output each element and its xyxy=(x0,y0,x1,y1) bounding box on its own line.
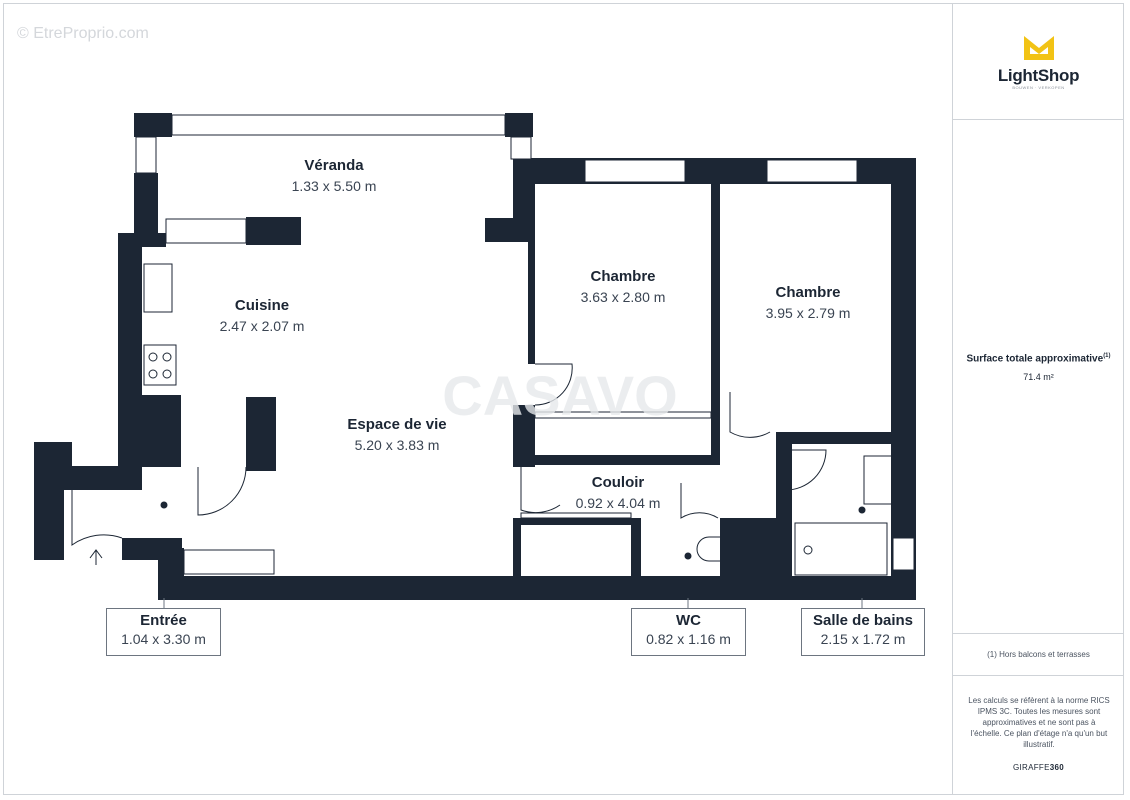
wall-segment xyxy=(513,455,720,465)
light-point xyxy=(684,552,692,560)
leader-lines xyxy=(163,598,863,608)
brand-prefix: GIRAFFE xyxy=(1012,763,1050,772)
watermark: © EtreProprio.com xyxy=(17,25,149,42)
cooktop xyxy=(143,344,177,386)
toilet xyxy=(696,536,738,562)
sliding-door xyxy=(520,512,632,519)
room-name-couloir: Couloir xyxy=(592,474,645,491)
window xyxy=(892,537,915,571)
room-name-sdb: Salle de bains xyxy=(812,612,914,629)
door-swing xyxy=(680,483,719,519)
divider xyxy=(953,119,1124,120)
wall-segment xyxy=(776,432,896,444)
room-dim-espace: 5.20 x 3.83 m xyxy=(355,437,440,453)
room-dim-cuisine: 2.47 x 2.07 m xyxy=(220,318,305,334)
wall-segment xyxy=(34,442,72,490)
room-dim-chambre-2: 3.95 x 2.79 m xyxy=(766,305,851,321)
burner xyxy=(162,369,172,379)
brand-logo: LightShop BOUWEN · VERKOPEN xyxy=(953,3,1124,119)
room-dim-entree: 1.04 x 3.30 m xyxy=(121,631,206,647)
door-swing xyxy=(534,363,573,406)
divider xyxy=(953,675,1124,676)
burner xyxy=(148,352,158,362)
room-label-sdb: Salle de bains 2.15 x 1.72 m xyxy=(801,608,925,656)
wall-segment xyxy=(246,397,276,471)
wall-segment xyxy=(711,184,720,464)
divider xyxy=(953,633,1124,634)
room-name-espace: Espace de vie xyxy=(347,416,446,433)
room-name-chambre-2: Chambre xyxy=(775,284,840,301)
wall-segment xyxy=(776,440,792,520)
footnote: (1) Hors balcons et terrasses xyxy=(987,650,1090,659)
room-name-veranda: Véranda xyxy=(304,157,364,174)
room-dim-couloir: 0.92 x 4.04 m xyxy=(576,495,661,511)
wall-segment xyxy=(118,395,181,467)
light-point xyxy=(858,506,866,514)
bathroom-sink xyxy=(863,455,893,505)
entry-arrow-icon xyxy=(89,549,103,565)
room-name-wc: WC xyxy=(676,612,701,629)
logo-tagline: BOUWEN · VERKOPEN xyxy=(1012,85,1065,90)
wall-segment xyxy=(72,466,142,490)
wall-segment xyxy=(158,576,916,600)
walls xyxy=(34,113,916,600)
room-dim-veranda: 1.33 x 5.50 m xyxy=(292,178,377,194)
sink xyxy=(143,263,173,313)
floor-plan: CASAVO Véranda 1.33 x 5.50 m Cuisine 2.4… xyxy=(34,113,916,608)
door-swing xyxy=(197,466,247,516)
light-point xyxy=(160,501,168,509)
page-frame xyxy=(3,3,1124,795)
wall-segment xyxy=(720,518,792,578)
logo-name: LightShop xyxy=(997,66,1080,85)
window xyxy=(766,159,858,183)
room-dim-chambre-1: 3.63 x 2.80 m xyxy=(581,289,666,305)
windows xyxy=(135,114,915,575)
room-dim-wc: 0.82 x 1.16 m xyxy=(646,631,731,647)
wall-segment xyxy=(246,217,301,245)
door-swing xyxy=(785,449,827,491)
drain xyxy=(803,545,813,555)
center-watermark: CASAVO xyxy=(442,364,677,427)
window xyxy=(171,114,506,136)
room-label-entree: Entrée 1.04 x 3.30 m xyxy=(106,608,221,656)
crown-logo-icon xyxy=(1024,36,1054,60)
brand-suffix: 360 xyxy=(1049,763,1065,772)
wall-segment xyxy=(505,113,533,137)
wall-segment xyxy=(134,113,172,137)
room-dim-sdb: 2.15 x 1.72 m xyxy=(820,631,906,647)
info-sidebar: LightShop BOUWEN · VERKOPEN Surface tota… xyxy=(952,3,1124,795)
door-swing xyxy=(729,392,771,438)
door-swing xyxy=(520,467,561,514)
burner xyxy=(148,369,158,379)
wall-segment xyxy=(513,518,633,525)
window xyxy=(510,136,532,160)
window xyxy=(183,549,275,575)
room-name-chambre-1: Chambre xyxy=(590,268,655,285)
window xyxy=(584,159,686,183)
surface-title-text: Surface totale approximative xyxy=(966,353,1104,365)
room-name-entree: Entrée xyxy=(140,612,187,629)
wall-segment xyxy=(134,173,158,233)
window xyxy=(165,218,247,244)
wall-segment xyxy=(485,218,513,242)
bathtub xyxy=(794,522,888,576)
room-name-cuisine: Cuisine xyxy=(235,297,289,314)
giraffe360-brand: GIRAFFE360 xyxy=(953,763,1124,772)
surface-note-marker: (1) xyxy=(1103,353,1111,359)
wall-segment xyxy=(891,158,916,600)
disclaimer: Les calculs se réfèrent à la norme RICS … xyxy=(968,696,1110,749)
wall-segment xyxy=(513,518,521,578)
wall-segment xyxy=(513,405,535,467)
surface-value: 71.4 m² xyxy=(1023,372,1054,382)
room-label-wc: WC 0.82 x 1.16 m xyxy=(631,608,746,656)
fixtures xyxy=(71,263,893,576)
surface-title: Surface totale approximative(1) xyxy=(953,353,1124,364)
wall-segment xyxy=(631,518,641,578)
sliding-door xyxy=(534,411,712,419)
wall-segment xyxy=(528,184,535,364)
burner xyxy=(162,352,172,362)
door-swing xyxy=(71,490,123,546)
window xyxy=(135,136,157,174)
